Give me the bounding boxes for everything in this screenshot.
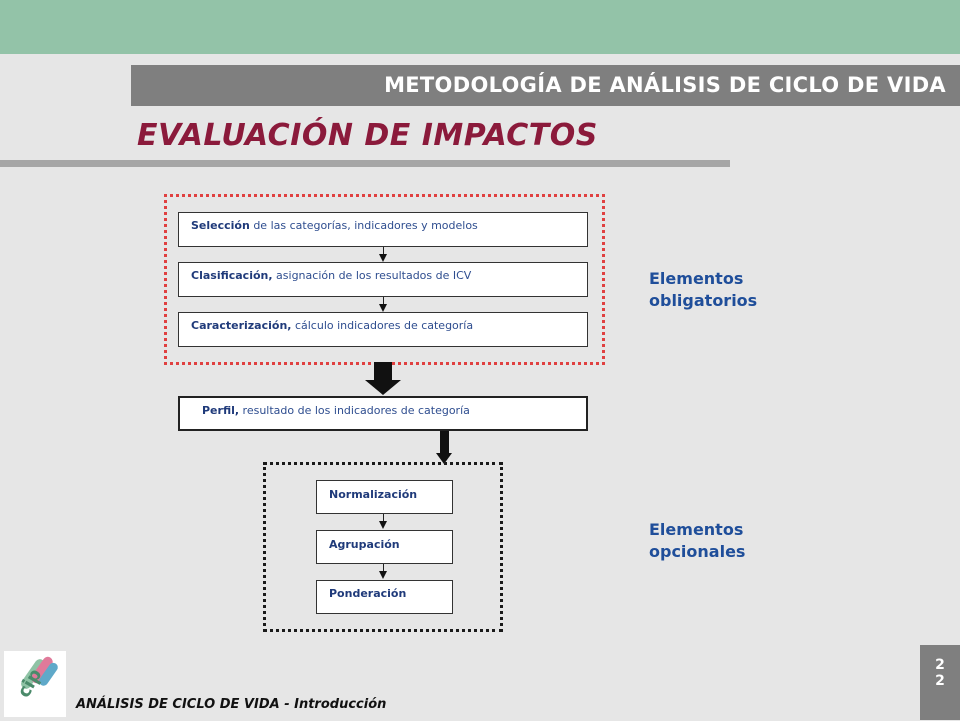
step-caracterizacion: Caracterización, cálculo indicadores de … — [178, 312, 588, 347]
optional-label: Elementos opcionales — [649, 519, 745, 563]
page-title: EVALUACIÓN DE IMPACTOS — [137, 118, 598, 153]
step-term: Agrupación — [329, 538, 400, 551]
step-clasificacion: Clasificación, asignación de los resulta… — [178, 262, 588, 297]
arrow-down-icon — [379, 571, 387, 579]
page-number-box: 2 2 — [920, 645, 960, 720]
arrow-down-icon — [379, 254, 387, 262]
arrow-down-icon — [379, 304, 387, 312]
connector-line — [383, 247, 384, 254]
page-number-digit: 2 — [935, 657, 945, 673]
optional-label-line2: opcionales — [649, 542, 746, 561]
step-agrupacion: Agrupación — [316, 530, 453, 564]
section-header-bar: METODOLOGÍA DE ANÁLISIS DE CICLO DE VIDA — [131, 65, 960, 106]
step-term: Ponderación — [329, 587, 407, 600]
step-description: de las categorías, indicadores y modelos — [249, 219, 478, 232]
cip-logo-icon: cip — [4, 651, 66, 717]
mandatory-label-line1: Elementos — [649, 269, 744, 288]
optional-group-border — [263, 462, 503, 632]
section-title: METODOLOGÍA DE ANÁLISIS DE CICLO DE VIDA — [384, 73, 946, 97]
step-description: asignación de los resultados de ICV — [272, 269, 472, 282]
step-description: resultado de los indicadores de categorí… — [239, 404, 470, 417]
arrow-down-icon — [436, 453, 452, 464]
step-seleccion: Selección de las categorías, indicadores… — [178, 212, 588, 247]
mandatory-label: Elementos obligatorios — [649, 268, 757, 312]
step-normalizacion: Normalización — [316, 480, 453, 514]
connector-line — [383, 514, 384, 522]
title-underline — [0, 160, 730, 167]
connector-line — [383, 564, 384, 572]
step-ponderacion: Ponderación — [316, 580, 453, 614]
step-term: Selección — [191, 219, 250, 232]
page-number-digit: 2 — [935, 673, 945, 689]
arrow-shaft — [440, 431, 449, 453]
footer-title: ANÁLISIS DE CICLO DE VIDA - Introducción — [76, 697, 387, 712]
optional-label-line1: Elementos — [649, 520, 744, 539]
page-number: 2 2 — [920, 657, 960, 689]
step-term: Caracterización, — [191, 319, 292, 332]
step-description: cálculo indicadores de categoría — [291, 319, 474, 332]
mandatory-label-line2: obligatorios — [649, 291, 758, 310]
step-perfil: Perfil, resultado de los indicadores de … — [178, 396, 588, 431]
step-term: Clasificación, — [191, 269, 273, 282]
top-banner — [0, 0, 960, 54]
step-term: Normalización — [329, 488, 418, 501]
connector-line — [383, 297, 384, 304]
step-term: Perfil, — [202, 404, 240, 417]
big-arrow-down-icon — [365, 380, 401, 395]
big-arrow-shaft — [374, 362, 392, 380]
arrow-down-icon — [379, 521, 387, 529]
